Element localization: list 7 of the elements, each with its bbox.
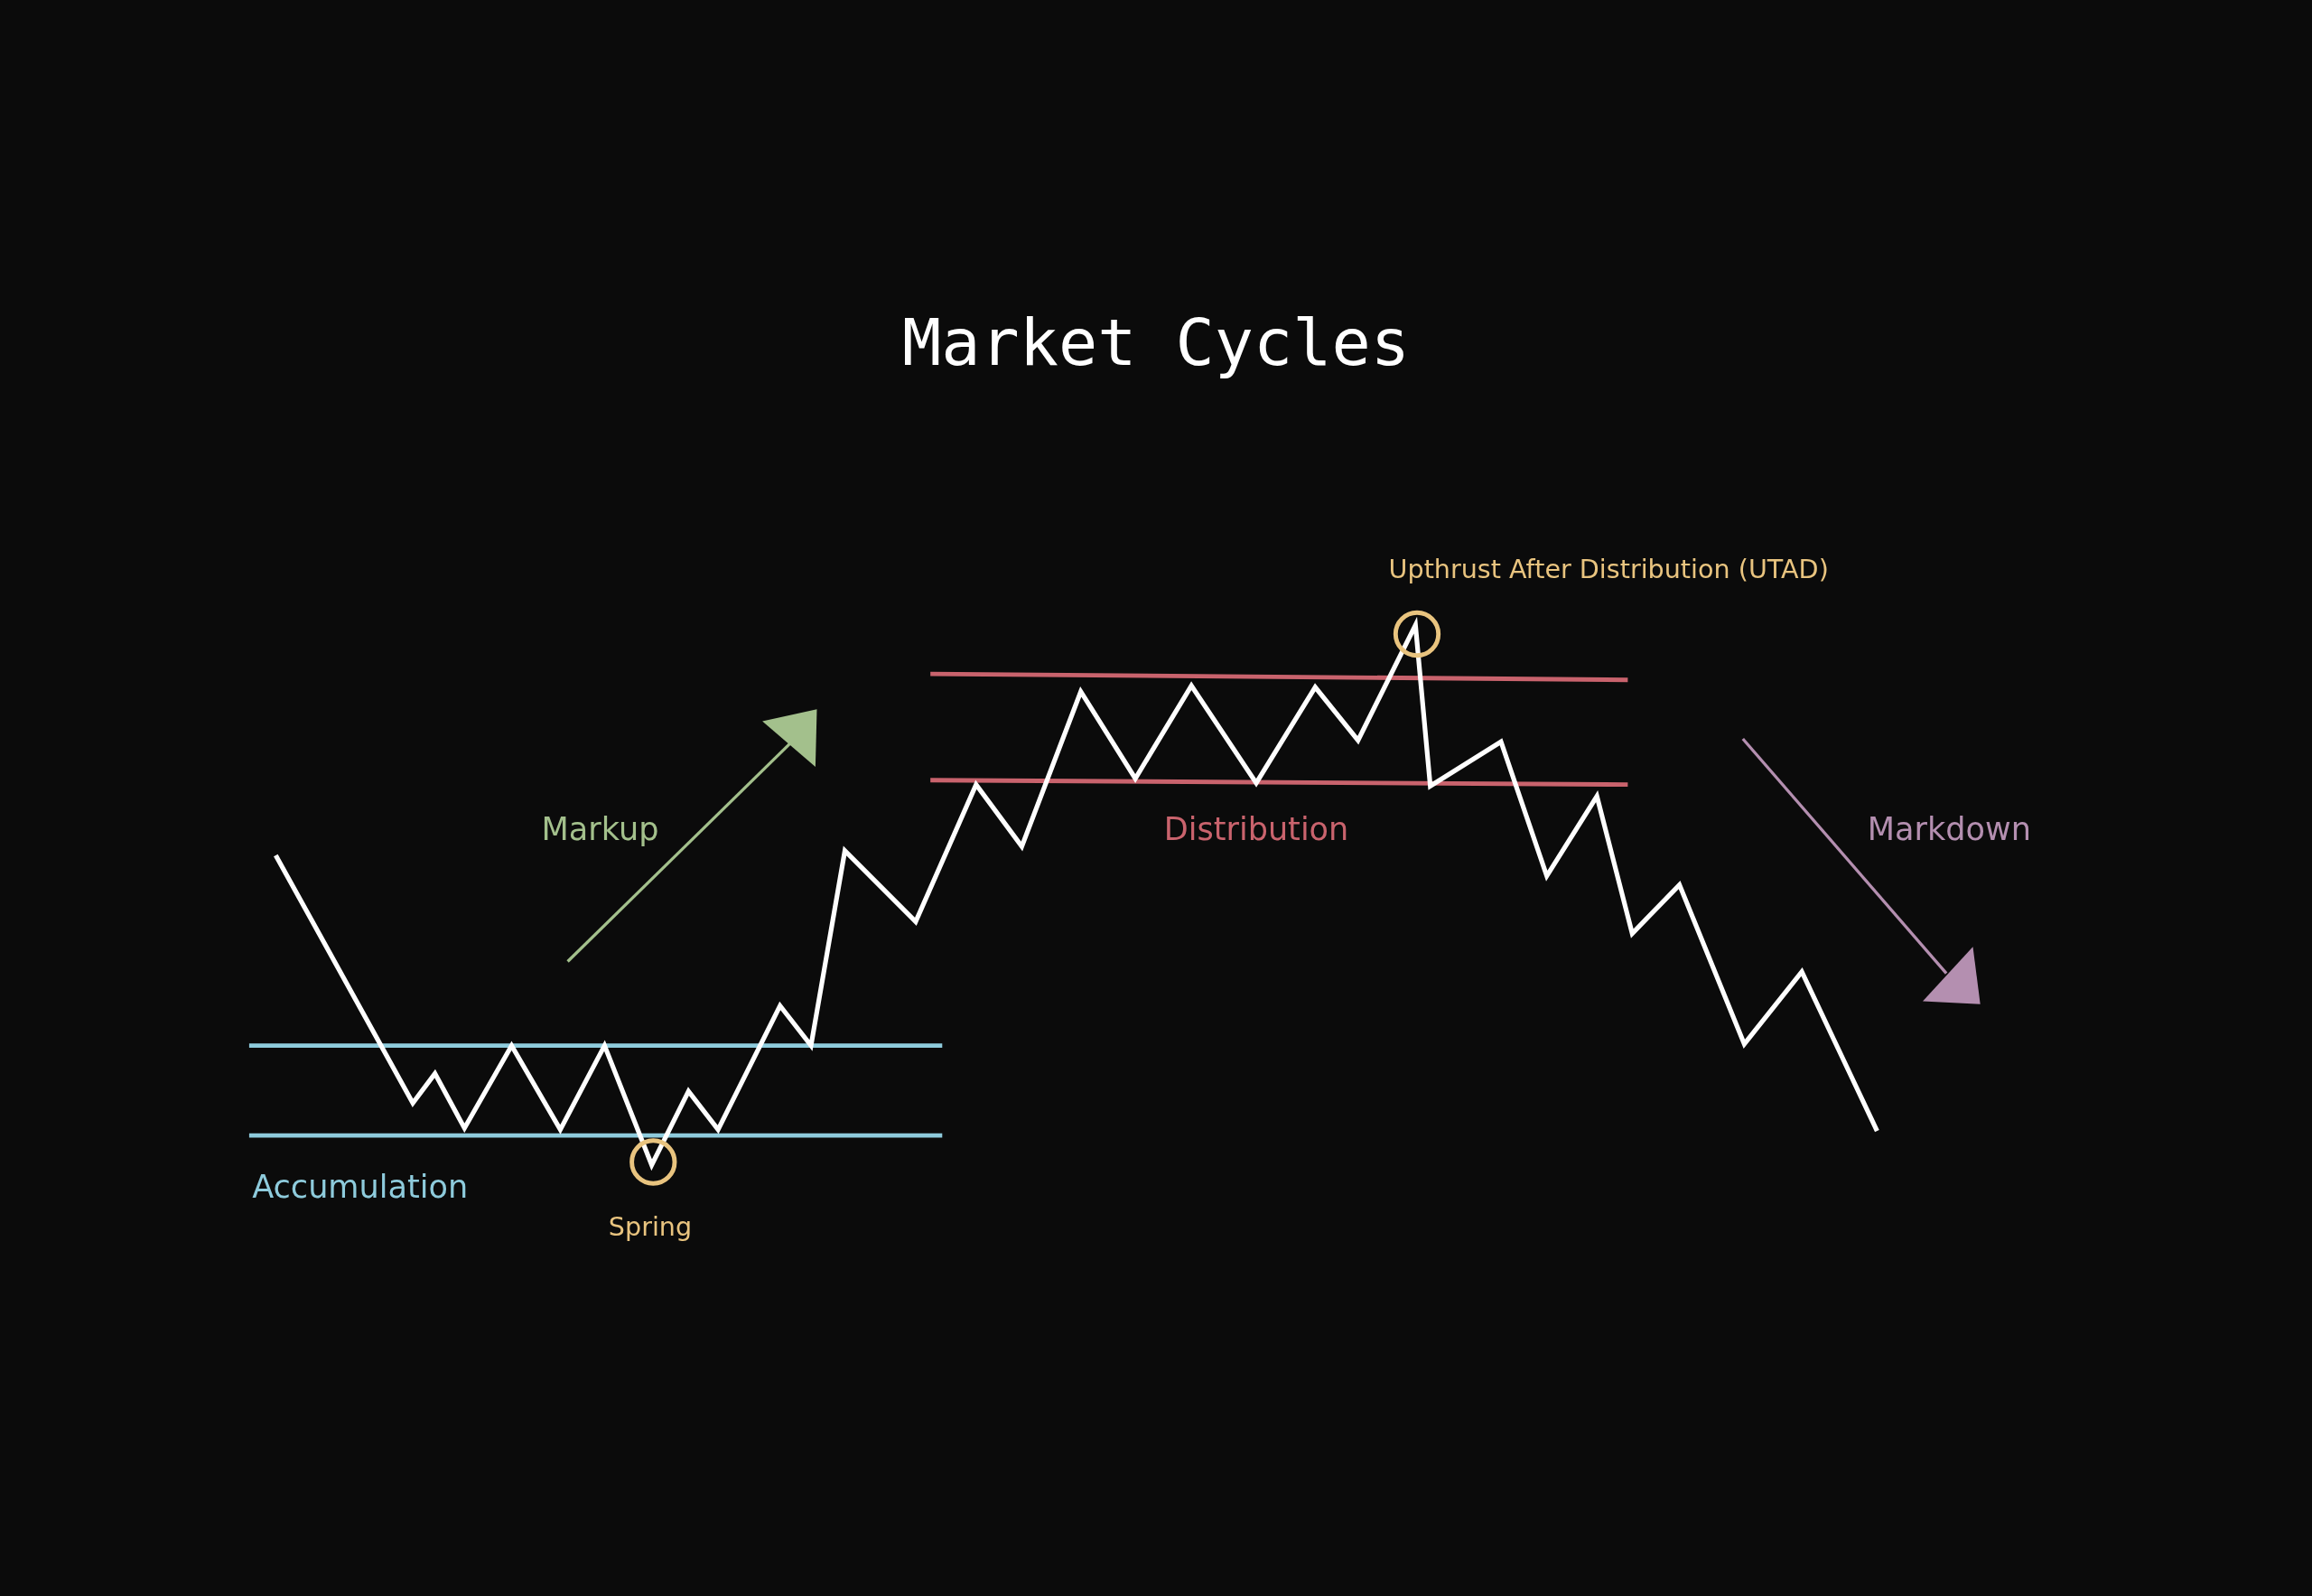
annotation-label: Spring [608, 1211, 693, 1242]
phase-label: Markup [541, 810, 659, 847]
phase-label: Accumulation [252, 1169, 469, 1206]
title: Market Cycles [902, 304, 1410, 380]
phase-label: Distribution [1163, 810, 1349, 847]
annotation-label: Upthrust After Distribution (UTAD) [1388, 554, 1829, 584]
phase-label: Markdown [1867, 810, 2031, 847]
